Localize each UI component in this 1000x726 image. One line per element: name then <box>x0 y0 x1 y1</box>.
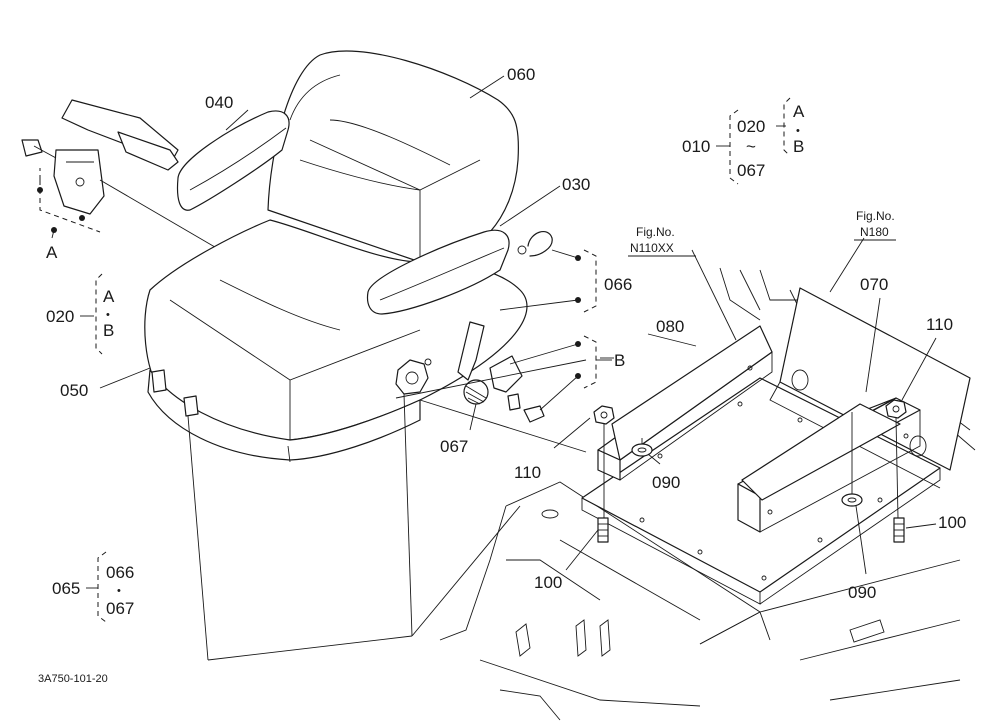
group-065-code: 065 <box>52 579 80 598</box>
label-090-right: 090 <box>848 583 876 602</box>
group-010-tilde: ~ <box>746 137 756 156</box>
group-010-b: B <box>793 137 804 156</box>
drawing-number: 3A750-101-20 <box>38 673 108 685</box>
rear-panel <box>769 287 971 489</box>
group-020-dot: • <box>106 309 110 321</box>
group-010-from: 020 <box>737 117 765 136</box>
fig-ref-n180-number: N180 <box>860 225 889 239</box>
group-010-dot: • <box>796 125 800 137</box>
nut-110-right <box>885 399 907 419</box>
fig-ref-n110xx-number: N110XX <box>630 241 674 255</box>
group-010-a: A <box>793 102 805 121</box>
armrest-right <box>366 229 510 315</box>
washer-090-left <box>631 443 653 457</box>
label-110-left: 110 <box>514 463 541 482</box>
marker-a-left: A <box>46 243 58 262</box>
group-065: 065 066 • 067 <box>52 551 134 623</box>
label-100-left: 100 <box>534 573 562 592</box>
label-110-right: 110 <box>926 315 953 334</box>
group-020-a: A <box>103 287 115 306</box>
fig-ref-n110xx: Fig.No. N110XX <box>628 225 696 257</box>
group-010-to: 067 <box>737 161 765 180</box>
label-070: 070 <box>860 275 888 294</box>
stud-100-left <box>597 517 609 543</box>
group-010: 010 020 ~ 067 A • B <box>682 97 805 185</box>
seat-rail-070 <box>737 397 921 533</box>
label-050: 050 <box>60 381 88 400</box>
label-066: 066 <box>604 275 632 294</box>
stud-100-right <box>893 517 905 543</box>
hairpin-clip <box>517 230 553 257</box>
marker-b: B <box>614 351 625 370</box>
seat-latch <box>489 355 545 423</box>
fig-ref-n180: Fig.No. N180 <box>854 209 896 241</box>
seat-back <box>267 50 520 263</box>
nut-110-left <box>593 405 615 425</box>
label-090-left: 090 <box>652 473 680 492</box>
label-080: 080 <box>656 317 684 336</box>
group-066-bracket <box>499 249 597 313</box>
group-010-code: 010 <box>682 137 710 156</box>
fig-ref-n180-title: Fig.No. <box>856 209 895 223</box>
seat-belt-bracket-a: A <box>37 168 101 262</box>
label-030: 030 <box>562 175 590 194</box>
group-065-dot: • <box>117 585 121 597</box>
group-020-code: 020 <box>46 307 74 326</box>
group-020: 020 A • B <box>46 273 115 355</box>
group-065-bottom: 067 <box>106 599 134 618</box>
washer-090-right <box>841 493 863 507</box>
group-065-top: 066 <box>106 563 134 582</box>
group-020-b: B <box>103 321 114 340</box>
label-067: 067 <box>440 437 468 456</box>
label-060: 060 <box>507 65 535 84</box>
fig-ref-n110xx-title: Fig.No. <box>636 225 675 239</box>
cap-067 <box>463 379 489 405</box>
group-b-bracket <box>509 335 612 411</box>
armrest-left <box>176 110 290 211</box>
label-100-right: 100 <box>938 513 966 532</box>
seat-belt <box>21 99 179 215</box>
seat-knob <box>395 358 432 395</box>
seat-lever <box>457 321 485 381</box>
label-040: 040 <box>205 93 233 112</box>
seat-rail-080 <box>597 325 773 481</box>
machine-frame <box>439 267 976 721</box>
